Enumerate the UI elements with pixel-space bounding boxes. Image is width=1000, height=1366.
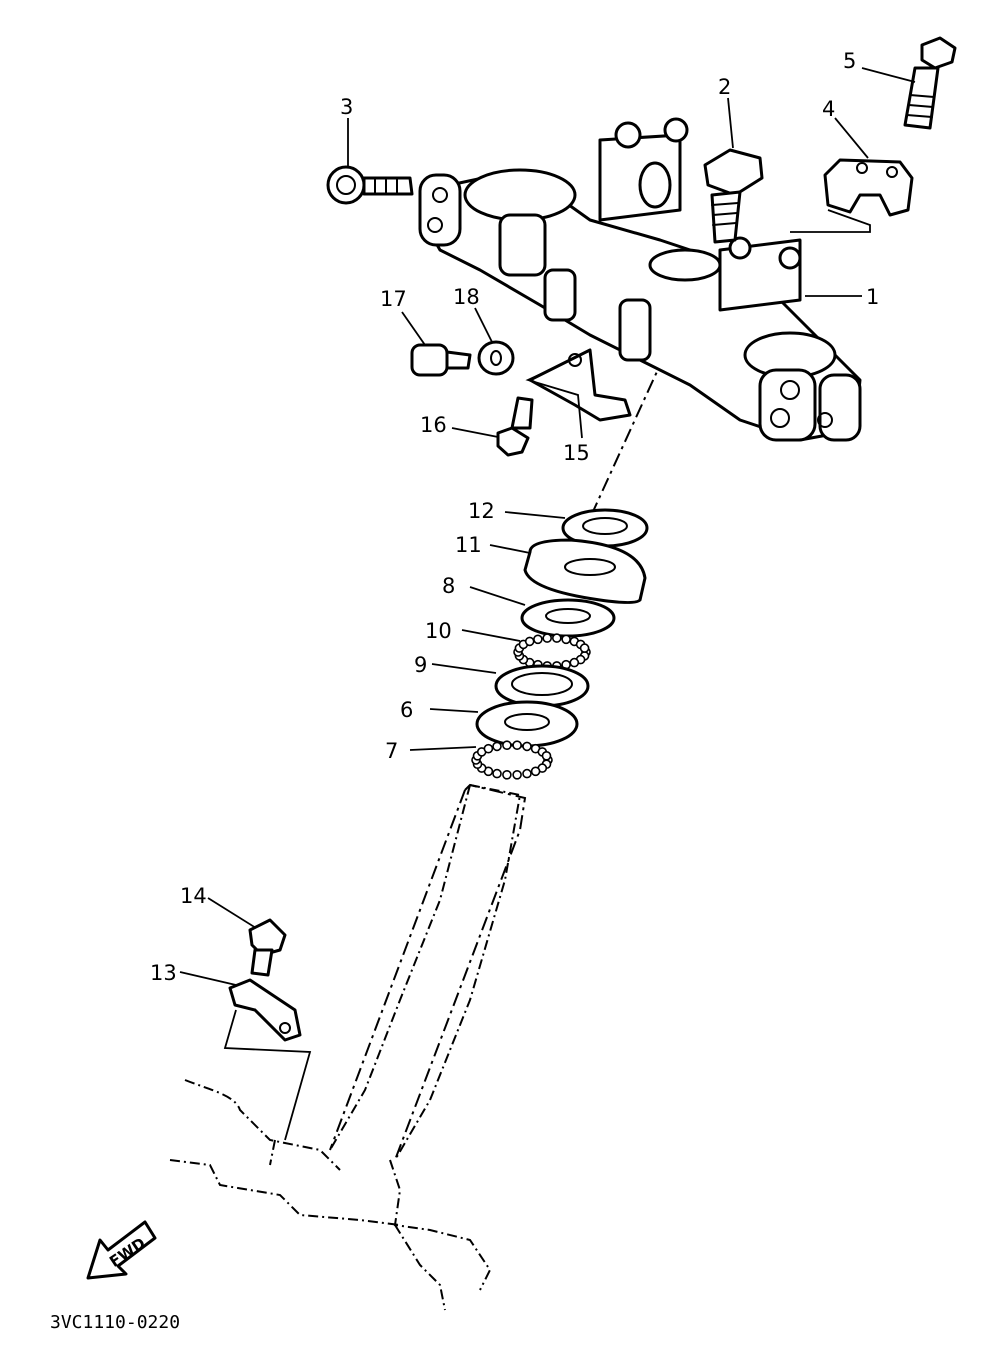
clamp-4 <box>823 158 914 217</box>
ball-ring-7 <box>471 740 553 780</box>
leader-lines <box>179 67 916 1141</box>
callout-6: 6 <box>400 698 413 722</box>
bearing-ball <box>502 769 512 780</box>
callout-17: 17 <box>380 287 407 311</box>
callout-3: 3 <box>340 95 353 119</box>
steering-stem <box>329 364 661 1161</box>
bearing-ball <box>512 769 522 780</box>
callout-2: 2 <box>718 75 731 99</box>
cover-11 <box>523 538 647 604</box>
ball-ring-10 <box>513 633 591 671</box>
race-9 <box>494 664 590 708</box>
bearing-ball <box>541 750 552 761</box>
callout-1: 1 <box>866 285 879 309</box>
callout-18: 18 <box>453 285 480 309</box>
bearing-ball <box>533 634 543 645</box>
bolt-17 <box>410 343 472 377</box>
bracket-13 <box>228 978 302 1042</box>
bearing-ball <box>530 766 541 777</box>
callout-9: 9 <box>414 653 427 677</box>
bearing-ball <box>512 740 522 751</box>
bearing-ball <box>524 636 535 647</box>
bearing-ball <box>522 768 532 779</box>
bolt-2 <box>703 148 764 244</box>
diagram-code: 3VC1110-0220 <box>50 1312 180 1333</box>
callout-5: 5 <box>843 49 856 73</box>
race-6 <box>475 700 579 748</box>
bolt-14 <box>248 918 287 977</box>
callout-4: 4 <box>822 97 835 121</box>
callout-7: 7 <box>385 739 398 763</box>
bearing-ball <box>579 643 590 653</box>
bearing-ball <box>542 633 553 643</box>
fwd-arrow: FWD <box>86 1220 157 1280</box>
callout-labels: 1 2 3 4 5 6 7 8 9 10 11 12 13 14 15 16 1… <box>150 49 879 985</box>
bearing-ball <box>522 741 532 752</box>
bearing-ball <box>561 634 571 645</box>
callout-11: 11 <box>455 533 482 557</box>
callout-14: 14 <box>180 884 207 908</box>
bearing-ball <box>492 768 502 779</box>
bearing-ball <box>569 657 580 668</box>
callout-16: 16 <box>420 413 447 437</box>
bearing-ball <box>492 741 502 752</box>
callout-13: 13 <box>150 961 177 985</box>
washer-18 <box>477 340 515 376</box>
callout-12: 12 <box>468 499 495 523</box>
upper-bracket <box>418 117 862 442</box>
bolt-5 <box>903 36 957 130</box>
callout-10: 10 <box>425 619 452 643</box>
callout-15: 15 <box>563 441 590 465</box>
frame-outline <box>169 784 522 1311</box>
race-8 <box>520 598 616 638</box>
bearing-ball <box>502 740 512 751</box>
bearing-ball <box>551 633 562 643</box>
bearing-ball <box>483 743 494 754</box>
screw-16 <box>496 396 534 457</box>
callout-8: 8 <box>442 574 455 598</box>
bolt-3 <box>326 165 414 205</box>
